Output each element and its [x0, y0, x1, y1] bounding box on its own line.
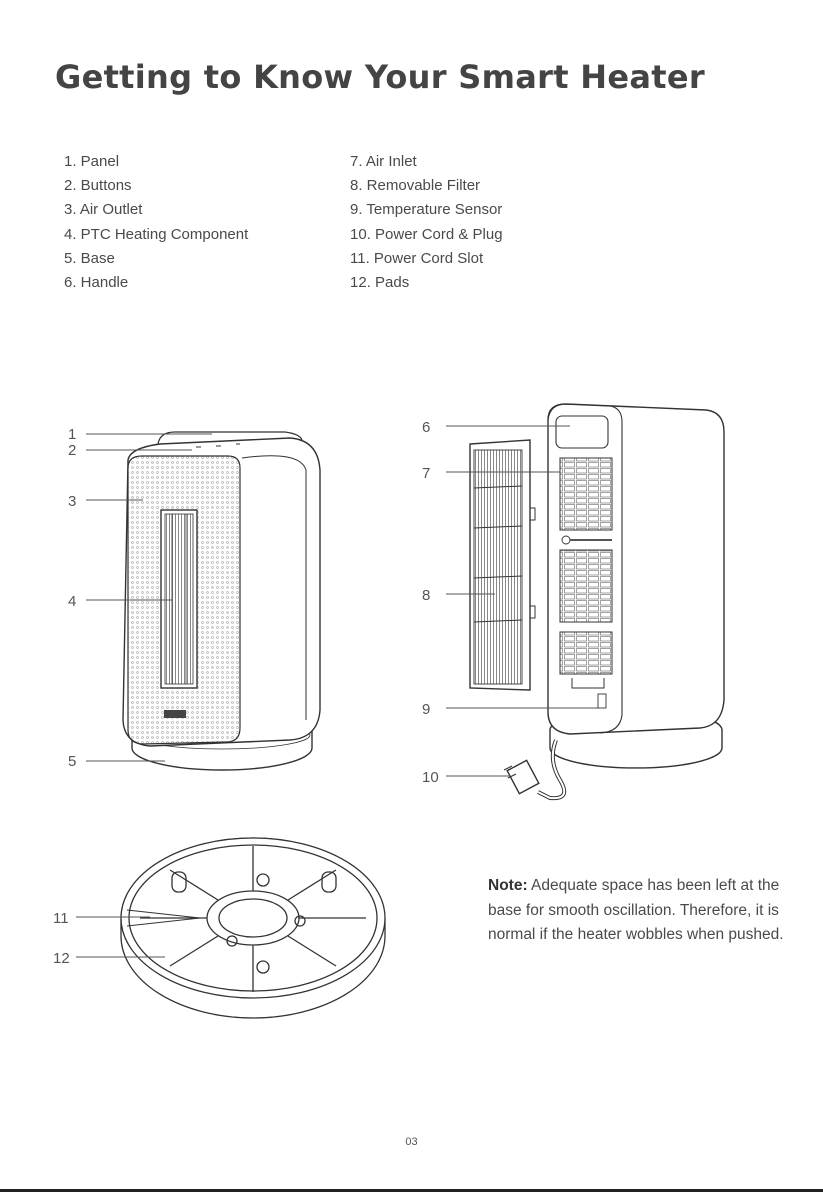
filter-illustration [469, 439, 536, 691]
part-item: 6. Handle [64, 274, 129, 292]
callout-12: 12 [53, 950, 70, 967]
callout-2: 2 [68, 442, 76, 459]
callout-7: 7 [422, 465, 430, 482]
part-item: 3. Air Outlet [64, 201, 143, 219]
part-item: 4. PTC Heating Component [64, 225, 249, 243]
callout-11: 11 [53, 910, 69, 927]
note-label: Note: [488, 877, 528, 894]
part-item: 1. Panel [64, 153, 120, 170]
back-heater-illustration [547, 403, 725, 769]
callout-3: 3 [68, 493, 76, 510]
callout-6: 6 [422, 419, 430, 436]
callout-8: 8 [422, 587, 430, 604]
note-paragraph: Note: Adequate space has been left at th… [488, 874, 788, 948]
callout-5: 5 [68, 753, 76, 770]
part-item: 8. Removable Filter [350, 177, 481, 195]
parts-list-left: 1. Panel 2. Buttons 3. Air Outlet 4. PTC… [64, 150, 248, 295]
parts-list-right: 7. Air Inlet 8. Removable Filter 9. Temp… [350, 150, 503, 295]
part-item: 7. Air Inlet [350, 153, 417, 170]
part-item: 5. Base [64, 249, 115, 267]
page-number: 03 [405, 1136, 418, 1148]
part-item: 9. Temperature Sensor [350, 201, 503, 219]
callout-9: 9 [422, 701, 430, 718]
power-cord-illustration [503, 739, 567, 801]
part-item: 2. Buttons [64, 177, 132, 195]
callout-1: 1 [68, 426, 76, 443]
leader-lines [76, 425, 598, 958]
callout-4: 4 [68, 593, 76, 610]
part-item: 10. Power Cord & Plug [350, 225, 503, 243]
front-heater-illustration [122, 431, 321, 771]
base-underside-illustration [120, 837, 386, 1019]
note-text: Adequate space has been left at the base… [488, 877, 784, 943]
page-title: Getting to Know Your Smart Heater [55, 58, 705, 96]
callout-10: 10 [422, 769, 439, 786]
bottom-rule [0, 1189, 823, 1192]
part-item: 11. Power Cord Slot [350, 249, 484, 267]
part-item: 12. Pads [350, 274, 410, 292]
